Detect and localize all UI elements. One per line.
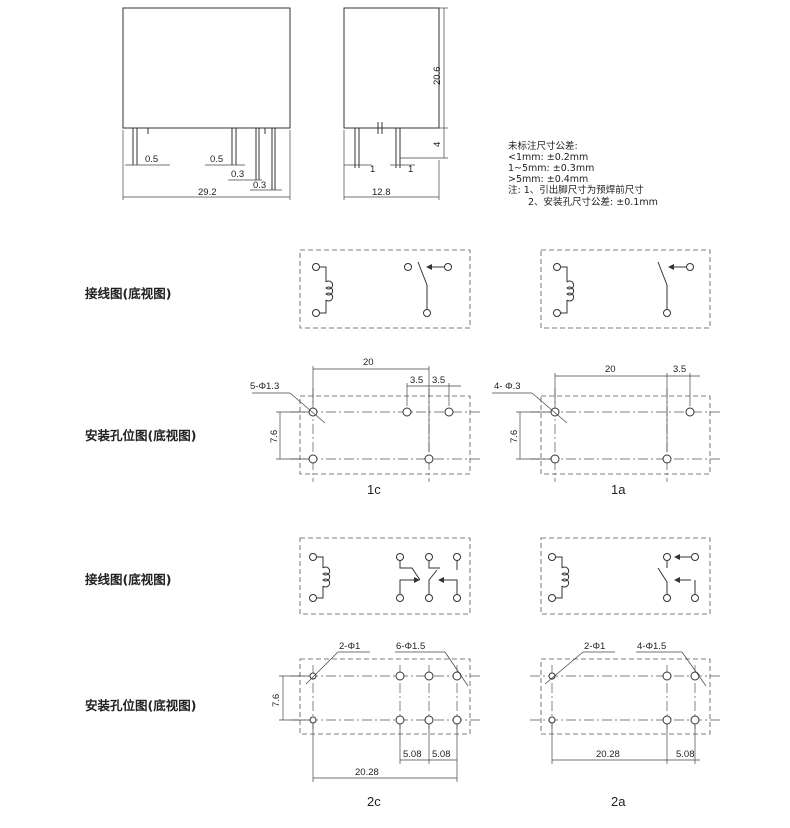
notes-line-3: >5mm: ±0.4mm [508, 174, 588, 185]
dim-2c-2028: 20.28 [355, 767, 379, 778]
dim-1a-35: 3.5 [673, 364, 686, 375]
dim-2c-508a: 5.08 [403, 749, 422, 760]
relay-body-side [343, 7, 440, 129]
dim-2a-508: 5.08 [676, 749, 695, 760]
dim-1c-20: 20 [363, 357, 374, 368]
dim-2c-76: 7.6 [271, 694, 282, 707]
dim-front-width: 29.2 [198, 187, 217, 198]
notes-line-2: 1~5mm: ±0.3mm [508, 163, 594, 174]
dim-front-pin-b: 0.5 [210, 154, 223, 165]
caption-2a: 2a [611, 794, 626, 809]
notes-title: 未标注尺寸公差: [508, 140, 578, 152]
wiring-diagram-2a [540, 537, 711, 615]
label-wiring-1: 接线图(底视图) [85, 286, 171, 301]
hole-layout-1c: 5-Φ1.3 20 3.5 3.5 7.6 1c [250, 357, 480, 497]
dim-front-pin-c: 0.3 [231, 169, 244, 180]
dim-1a-76: 7.6 [509, 430, 520, 443]
hole-layout-1a: 4- Φ.3 20 3.5 7.6 1a [492, 364, 720, 497]
dim-side-a: 1 [370, 164, 375, 175]
hole-spec-2c-large: 6-Φ1.5 [396, 641, 425, 652]
label-hole-layout-2: 安装孔位图(底视图) [85, 698, 196, 713]
dim-1a-20: 20 [605, 364, 616, 375]
dim-1c-76: 7.6 [269, 430, 280, 443]
notes-line-5: 2、安装孔尺寸公差: ±0.1mm [528, 196, 658, 208]
front-view: 0.5 0.5 0.3 0.3 29.2 [122, 7, 291, 200]
notes-line-4: 注: 1、引出脚尺寸为预焊前尺寸 [508, 184, 644, 196]
hole-spec-2a-small: 2-Φ1 [584, 641, 605, 652]
hole-layout-2c: 2-Φ1 6-Φ1.5 7.6 5.08 5.08 20.28 2c [271, 641, 480, 809]
hole-spec-1c: 5-Φ1.3 [250, 381, 279, 392]
dim-side-height: 20.6 [432, 67, 443, 86]
wiring-diagram-1c [299, 249, 471, 329]
label-wiring-2: 接线图(底视图) [85, 572, 171, 587]
hole-spec-1a: 4- Φ.3 [494, 381, 521, 392]
dim-side-b: 1 [408, 164, 413, 175]
caption-2c: 2c [367, 794, 381, 809]
label-hole-layout-1: 安装孔位图(底视图) [85, 428, 196, 443]
dim-1c-35a: 3.5 [410, 375, 423, 386]
wiring-diagram-2c [299, 537, 471, 615]
dim-2a-2028: 20.28 [596, 749, 620, 760]
hole-spec-2a-large: 4-Φ1.5 [637, 641, 666, 652]
relay-body-front [122, 7, 291, 129]
hole-layout-2a: 2-Φ1 4-Φ1.5 5.08 20.28 2a [530, 641, 720, 809]
caption-1c: 1c [367, 482, 381, 497]
dim-front-pin-a: 0.5 [145, 154, 158, 165]
dim-2c-508b: 5.08 [432, 749, 451, 760]
wiring-diagram-1a [540, 249, 711, 329]
side-view: 20.6 4 1 1 12.8 [343, 7, 448, 200]
dim-front-pin-d: 0.3 [253, 180, 266, 191]
caption-1a: 1a [611, 482, 626, 497]
dim-1c-35b: 3.5 [432, 375, 445, 386]
dim-side-pin-length: 4 [432, 142, 443, 147]
tolerance-notes: 未标注尺寸公差: <1mm: ±0.2mm 1~5mm: ±0.3mm >5mm… [508, 140, 658, 208]
dim-side-width: 12.8 [372, 187, 391, 198]
notes-line-1: <1mm: ±0.2mm [508, 152, 588, 163]
hole-spec-2c-small: 2-Φ1 [339, 641, 360, 652]
